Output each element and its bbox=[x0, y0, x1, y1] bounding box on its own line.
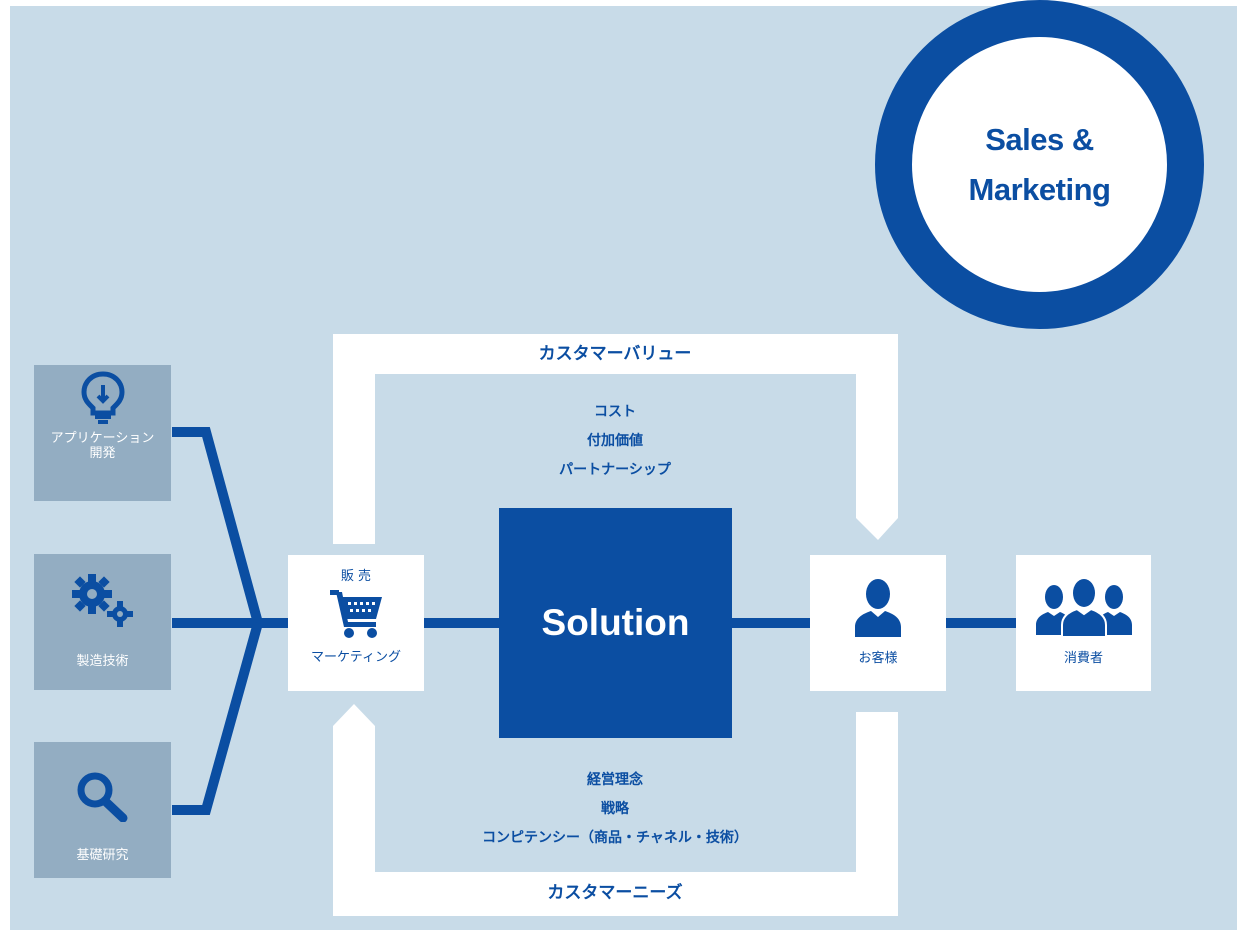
shopping-cart-icon bbox=[330, 590, 382, 638]
connector-line-application bbox=[172, 427, 263, 625]
customer-value-loop-arrow bbox=[333, 334, 898, 544]
manufacturing-technology-box: 製造技術 bbox=[34, 554, 171, 690]
customer-needs-item: 経営理念 bbox=[587, 772, 643, 788]
customer-needs-item: 戦略 bbox=[601, 801, 629, 817]
application-development-box: アプリケーション 開発 bbox=[34, 365, 171, 501]
gears-icon bbox=[71, 574, 133, 627]
people-icon bbox=[1035, 579, 1132, 637]
consumers-label: 消費者 bbox=[1063, 651, 1103, 666]
solution-label: Solution bbox=[541, 602, 690, 643]
basic-research-label: 基礎研究 bbox=[76, 848, 129, 863]
consumers-box: 消費者 bbox=[1016, 555, 1151, 691]
customer-value-item: パートナーシップ bbox=[559, 462, 671, 478]
application-development-label: アプリケーション 開発 bbox=[50, 431, 155, 461]
manufacturing-technology-label: 製造技術 bbox=[76, 654, 129, 669]
sales-marketing-box: 販 売 マーケティング bbox=[288, 555, 424, 691]
sales-marketing-badge: Sales & Marketing bbox=[875, 0, 1204, 329]
basic-research-box: 基礎研究 bbox=[34, 742, 171, 878]
person-icon bbox=[855, 579, 901, 637]
customer-value-heading: カスタマーバリュー bbox=[538, 344, 692, 364]
customer-needs-list: 経営理念 戦略 コンピテンシー（商品・チャネル・技術） bbox=[420, 766, 810, 853]
customer-box: お客様 bbox=[810, 555, 946, 691]
magnifier-icon bbox=[77, 772, 127, 822]
customer-needs-item: コンピテンシー（商品・チャネル・技術） bbox=[482, 830, 748, 846]
lightbulb-icon bbox=[80, 371, 125, 424]
solution-box: Solution bbox=[499, 508, 732, 738]
badge-title-line-1: Sales & bbox=[985, 121, 1094, 157]
customer-needs-loop-arrow bbox=[333, 704, 898, 916]
sales-label: 販 売 bbox=[340, 569, 372, 584]
customer-value-list: コスト 付加価値 パートナーシップ bbox=[480, 398, 750, 485]
customer-label: お客様 bbox=[858, 651, 898, 666]
customer-needs-heading: カスタマーニーズ bbox=[547, 883, 683, 903]
connector-line-research bbox=[172, 621, 263, 815]
customer-value-item: コスト bbox=[594, 404, 636, 420]
customer-value-item: 付加価値 bbox=[587, 433, 643, 449]
marketing-label: マーケティング bbox=[311, 650, 401, 665]
badge-title-line-2: Marketing bbox=[968, 171, 1111, 207]
